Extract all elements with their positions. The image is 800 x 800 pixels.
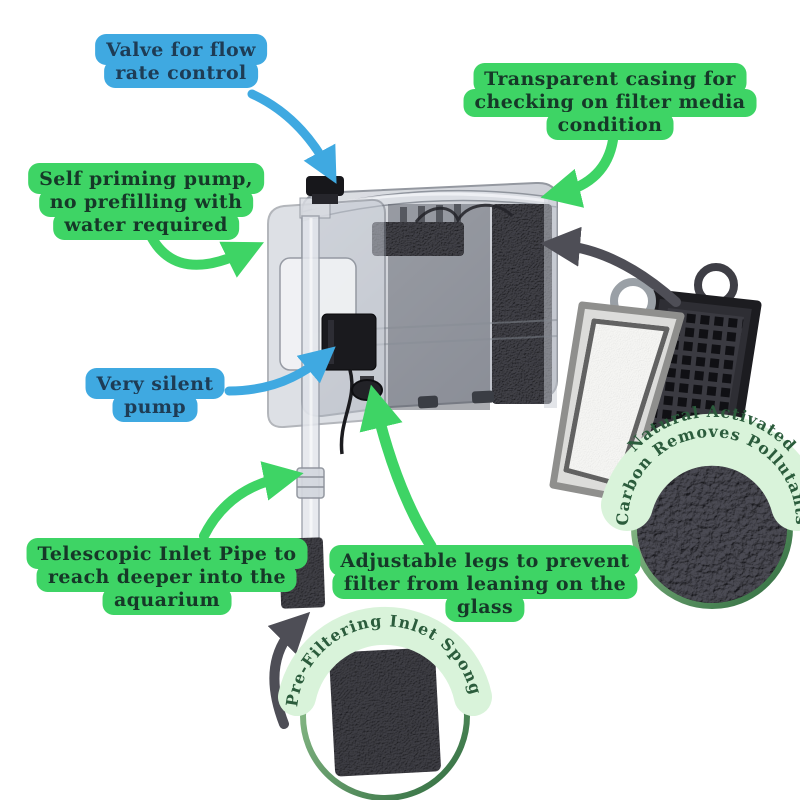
callout-telescopic-line2: reach deeper into the	[36, 564, 298, 592]
callout-transparent-line1: Transparent casing for	[473, 63, 747, 94]
carbon-photo	[637, 453, 787, 603]
arrow-valve	[247, 89, 337, 184]
pump-cable	[339, 369, 354, 455]
tube-collar	[296, 467, 325, 499]
callout-self-priming-line1: Self priming pump,	[28, 163, 264, 194]
arrow-silent-pump	[224, 346, 336, 396]
callout-legs-line1: Adjustable legs to prevent	[329, 545, 641, 576]
arrow-telescopic	[199, 461, 304, 541]
callout-transparent-line3: condition	[546, 112, 674, 140]
flow-valve-knob	[306, 176, 344, 196]
carbon-granules-circle: Natural Activated Carbon Removes Polluta…	[601, 402, 800, 609]
sponge-photo	[329, 647, 441, 777]
arrow-self-priming	[147, 233, 264, 278]
callout-valve-line1: Valve for flow	[95, 34, 267, 65]
arrow-circle-to-inlet-sponge	[267, 611, 311, 729]
callout-valve: Valve for flow rate control	[95, 34, 267, 88]
callout-silent-pump: Very silent pump	[85, 368, 225, 422]
adjustable-leg-knob	[351, 379, 383, 401]
callout-telescopic-line1: Telescopic Inlet Pipe to	[26, 538, 308, 569]
sponge-label-band	[278, 606, 492, 716]
callout-valve-line2: rate control	[104, 60, 258, 88]
callout-self-priming: Self priming pump, no prefilling with wa…	[28, 163, 264, 240]
inner-sponge	[372, 222, 464, 256]
main-sponge	[492, 204, 552, 404]
arrow-pads-to-filter	[540, 226, 681, 307]
callout-legs-line3: glass	[445, 594, 525, 622]
callout-telescopic: Telescopic Inlet Pipe to reach deeper in…	[26, 538, 308, 615]
callout-telescopic-line3: aquarium	[102, 587, 232, 615]
power-cord	[414, 203, 514, 224]
arrow-adjustable-legs	[359, 384, 437, 552]
filter-foot	[471, 390, 495, 404]
filter-foot	[417, 395, 439, 409]
carbon-label-band	[601, 413, 800, 531]
callout-transparent-casing: Transparent casing for checking on filte…	[463, 63, 757, 140]
callout-silent-line1: Very silent	[85, 368, 225, 399]
arrow-transparent-casing	[540, 135, 618, 208]
callout-silent-line2: pump	[112, 394, 198, 422]
callout-self-priming-line3: water required	[53, 212, 239, 240]
aquarium-filter-illustration	[267, 176, 558, 609]
callout-adjustable-legs: Adjustable legs to prevent filter from l…	[329, 545, 641, 622]
